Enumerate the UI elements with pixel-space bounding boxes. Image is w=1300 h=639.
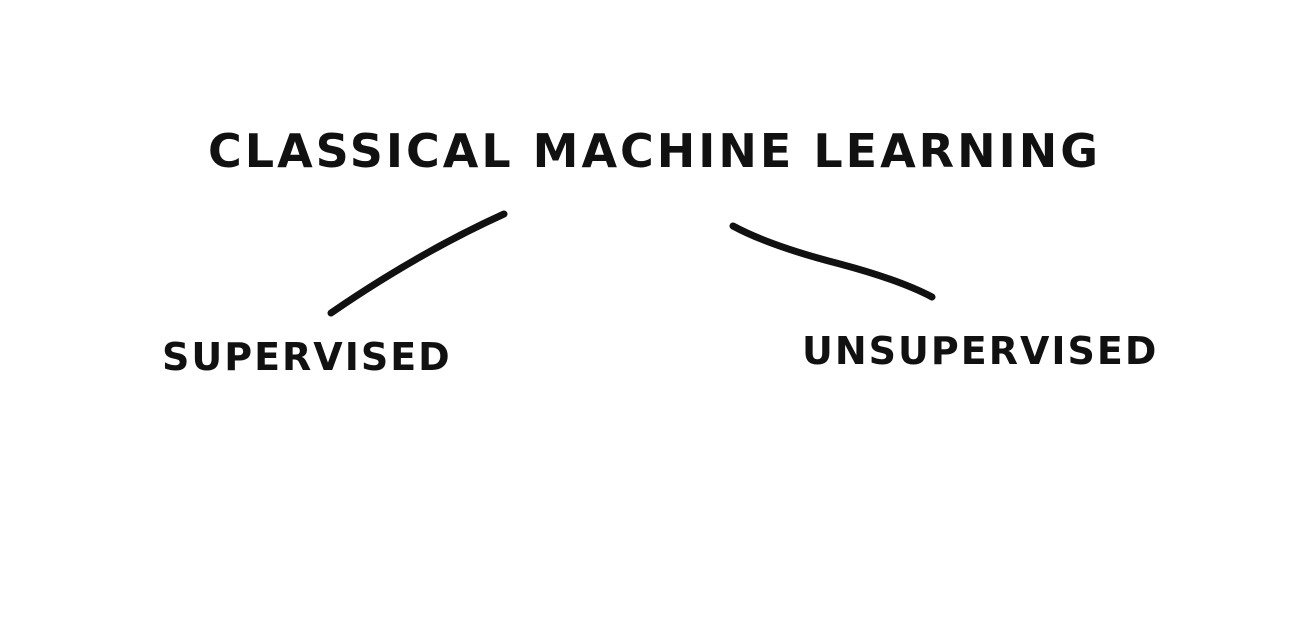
connector-root-to-unsupervised xyxy=(729,222,936,301)
child-node-label-supervised: SUPERVISED xyxy=(162,335,452,379)
root-node-label: CLASSICAL MACHINE LEARNING xyxy=(208,124,1101,178)
child-node-label-unsupervised: UNSUPERVISED xyxy=(802,329,1159,373)
connector-root-to-supervised xyxy=(327,210,508,317)
